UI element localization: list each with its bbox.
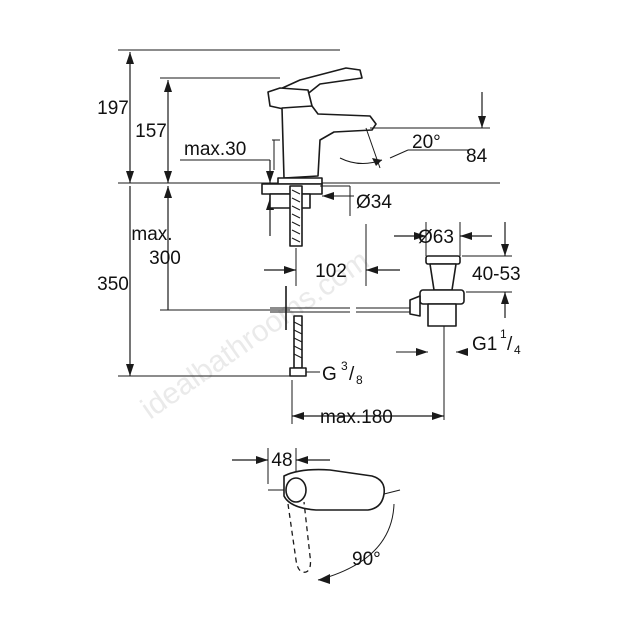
dim-dia63: Ø63 xyxy=(394,222,492,256)
dim-197: 197 xyxy=(97,49,340,183)
dim-g38-base: G xyxy=(322,364,337,385)
dim-g38-den: 8 xyxy=(356,373,363,387)
popup-linkage xyxy=(270,286,410,330)
tap-top-handle-hub xyxy=(285,477,307,503)
hose-nut xyxy=(289,367,307,377)
waste-assembly xyxy=(409,255,465,420)
stud-thread xyxy=(291,189,301,243)
tap-base xyxy=(277,177,323,185)
dim-20-label: 20° xyxy=(412,132,441,153)
dim-dia63-label: Ø63 xyxy=(418,227,454,248)
waste-flange xyxy=(425,255,461,265)
waste-side-inlet xyxy=(409,295,421,317)
fixing-assembly xyxy=(261,183,351,247)
handle-rotated-dashed xyxy=(287,501,312,573)
dim-157: 157 xyxy=(135,77,280,183)
waste-nut xyxy=(419,289,465,305)
dim-48-label: 48 xyxy=(271,450,292,471)
angle-arc xyxy=(317,503,395,581)
dim-g114: G1 1 / 4 xyxy=(396,327,521,357)
dim-max30-label: max.30 xyxy=(184,139,246,160)
dim-max300-label-1: max. xyxy=(131,224,172,245)
dim-350: 350 xyxy=(97,186,298,377)
waste-body xyxy=(429,263,457,291)
dim-g38: G 3 / 8 xyxy=(306,359,363,387)
dim-g114-base: G1 xyxy=(472,334,497,355)
dim-max300: max. 300 xyxy=(131,186,290,311)
dim-g38-num: 3 xyxy=(341,359,348,373)
tap-body xyxy=(281,105,377,179)
dim-40-53-label: 40-53 xyxy=(472,264,521,285)
dim-spout: 20° 84 xyxy=(339,92,490,169)
dim-84-label: 84 xyxy=(466,146,488,167)
dim-40-53: 40-53 xyxy=(462,222,521,318)
dim-max180: max.180 xyxy=(291,380,444,428)
supply-hose xyxy=(289,315,307,377)
dim-dia34-label: Ø34 xyxy=(356,192,392,213)
popup-rod xyxy=(272,139,280,170)
waste-tail xyxy=(427,303,457,327)
tap-top-body xyxy=(283,468,386,511)
dim-350-label: 350 xyxy=(97,274,129,295)
top-view: 48 90° xyxy=(232,448,401,584)
dim-max30: max.30 xyxy=(180,139,274,236)
dim-102: 102 xyxy=(264,224,400,286)
dim-dia34: Ø34 xyxy=(322,192,392,213)
dim-g114-den: 4 xyxy=(514,343,521,357)
dim-157-label: 157 xyxy=(135,121,167,142)
dim-g114-num: 1 xyxy=(500,327,507,341)
dim-197-label: 197 xyxy=(97,98,129,119)
dim-g114-sep: / xyxy=(507,334,513,355)
dim-max300-label-2: 300 xyxy=(149,248,181,269)
tap-side-view xyxy=(267,67,377,185)
dim-90-label: 90° xyxy=(352,549,381,570)
dim-g38-sep: / xyxy=(349,364,355,385)
dim-102-label: 102 xyxy=(315,261,347,282)
dim-max180-label: max.180 xyxy=(320,407,393,428)
